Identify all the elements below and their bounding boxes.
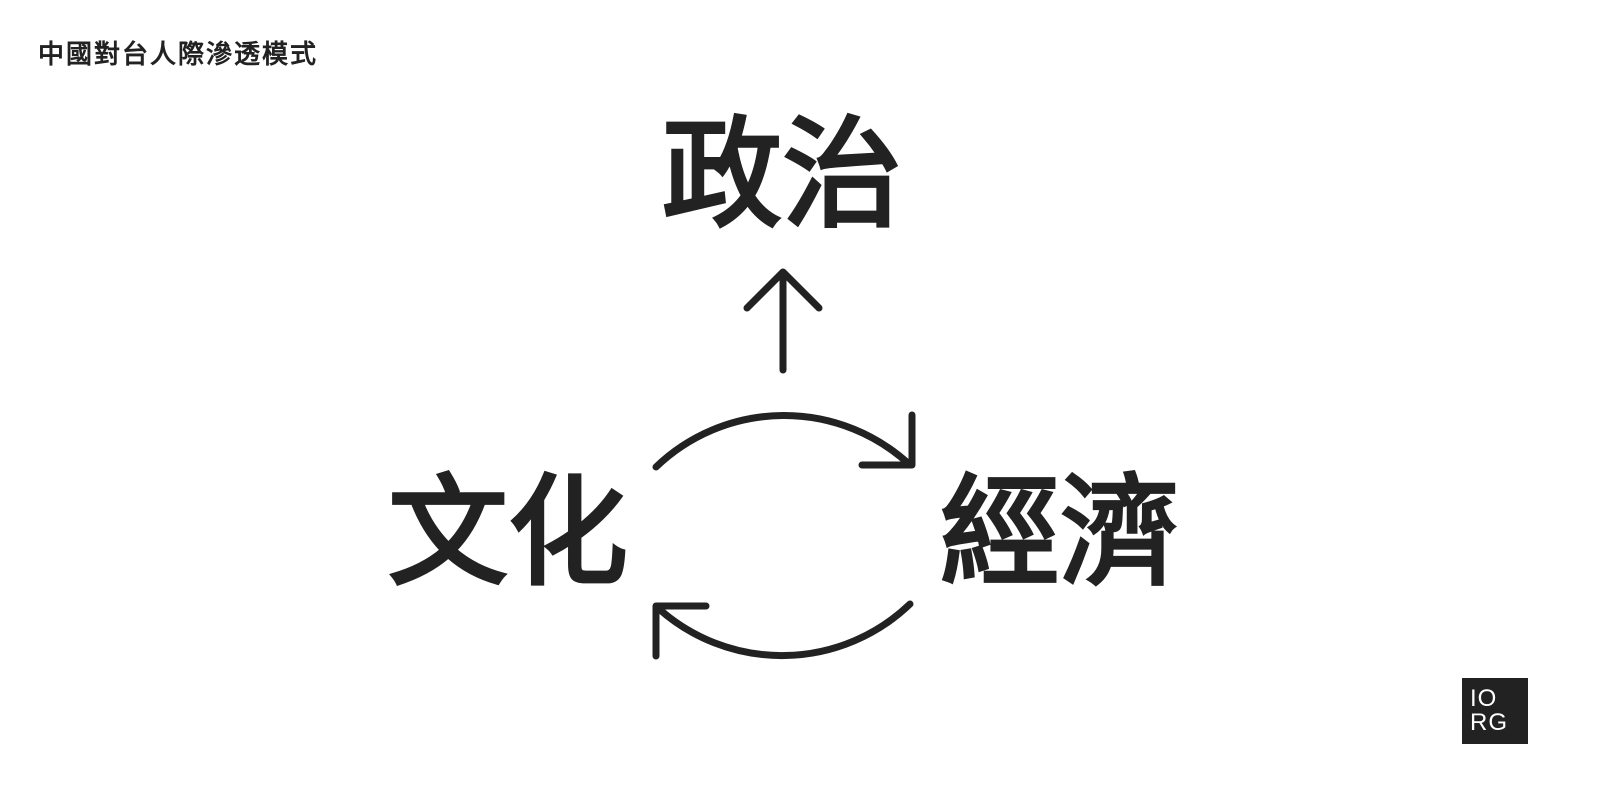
arrow-up-to-politics xyxy=(743,268,823,374)
logo-line-1: IO xyxy=(1470,685,1498,712)
node-economy: 經濟 xyxy=(940,464,1180,603)
arrowhead-economy xyxy=(858,411,916,469)
arc-culture-to-economy xyxy=(652,412,914,471)
node-culture: 文化 xyxy=(388,464,628,603)
arc-economy-to-culture xyxy=(654,600,914,660)
iorg-logo: IO RG xyxy=(1462,678,1528,744)
node-politics: 政治 xyxy=(662,106,902,245)
arrowhead-culture xyxy=(652,602,710,660)
logo-line-2: RG xyxy=(1470,709,1508,736)
page-title: 中國對台人際滲透模式 xyxy=(38,40,319,70)
